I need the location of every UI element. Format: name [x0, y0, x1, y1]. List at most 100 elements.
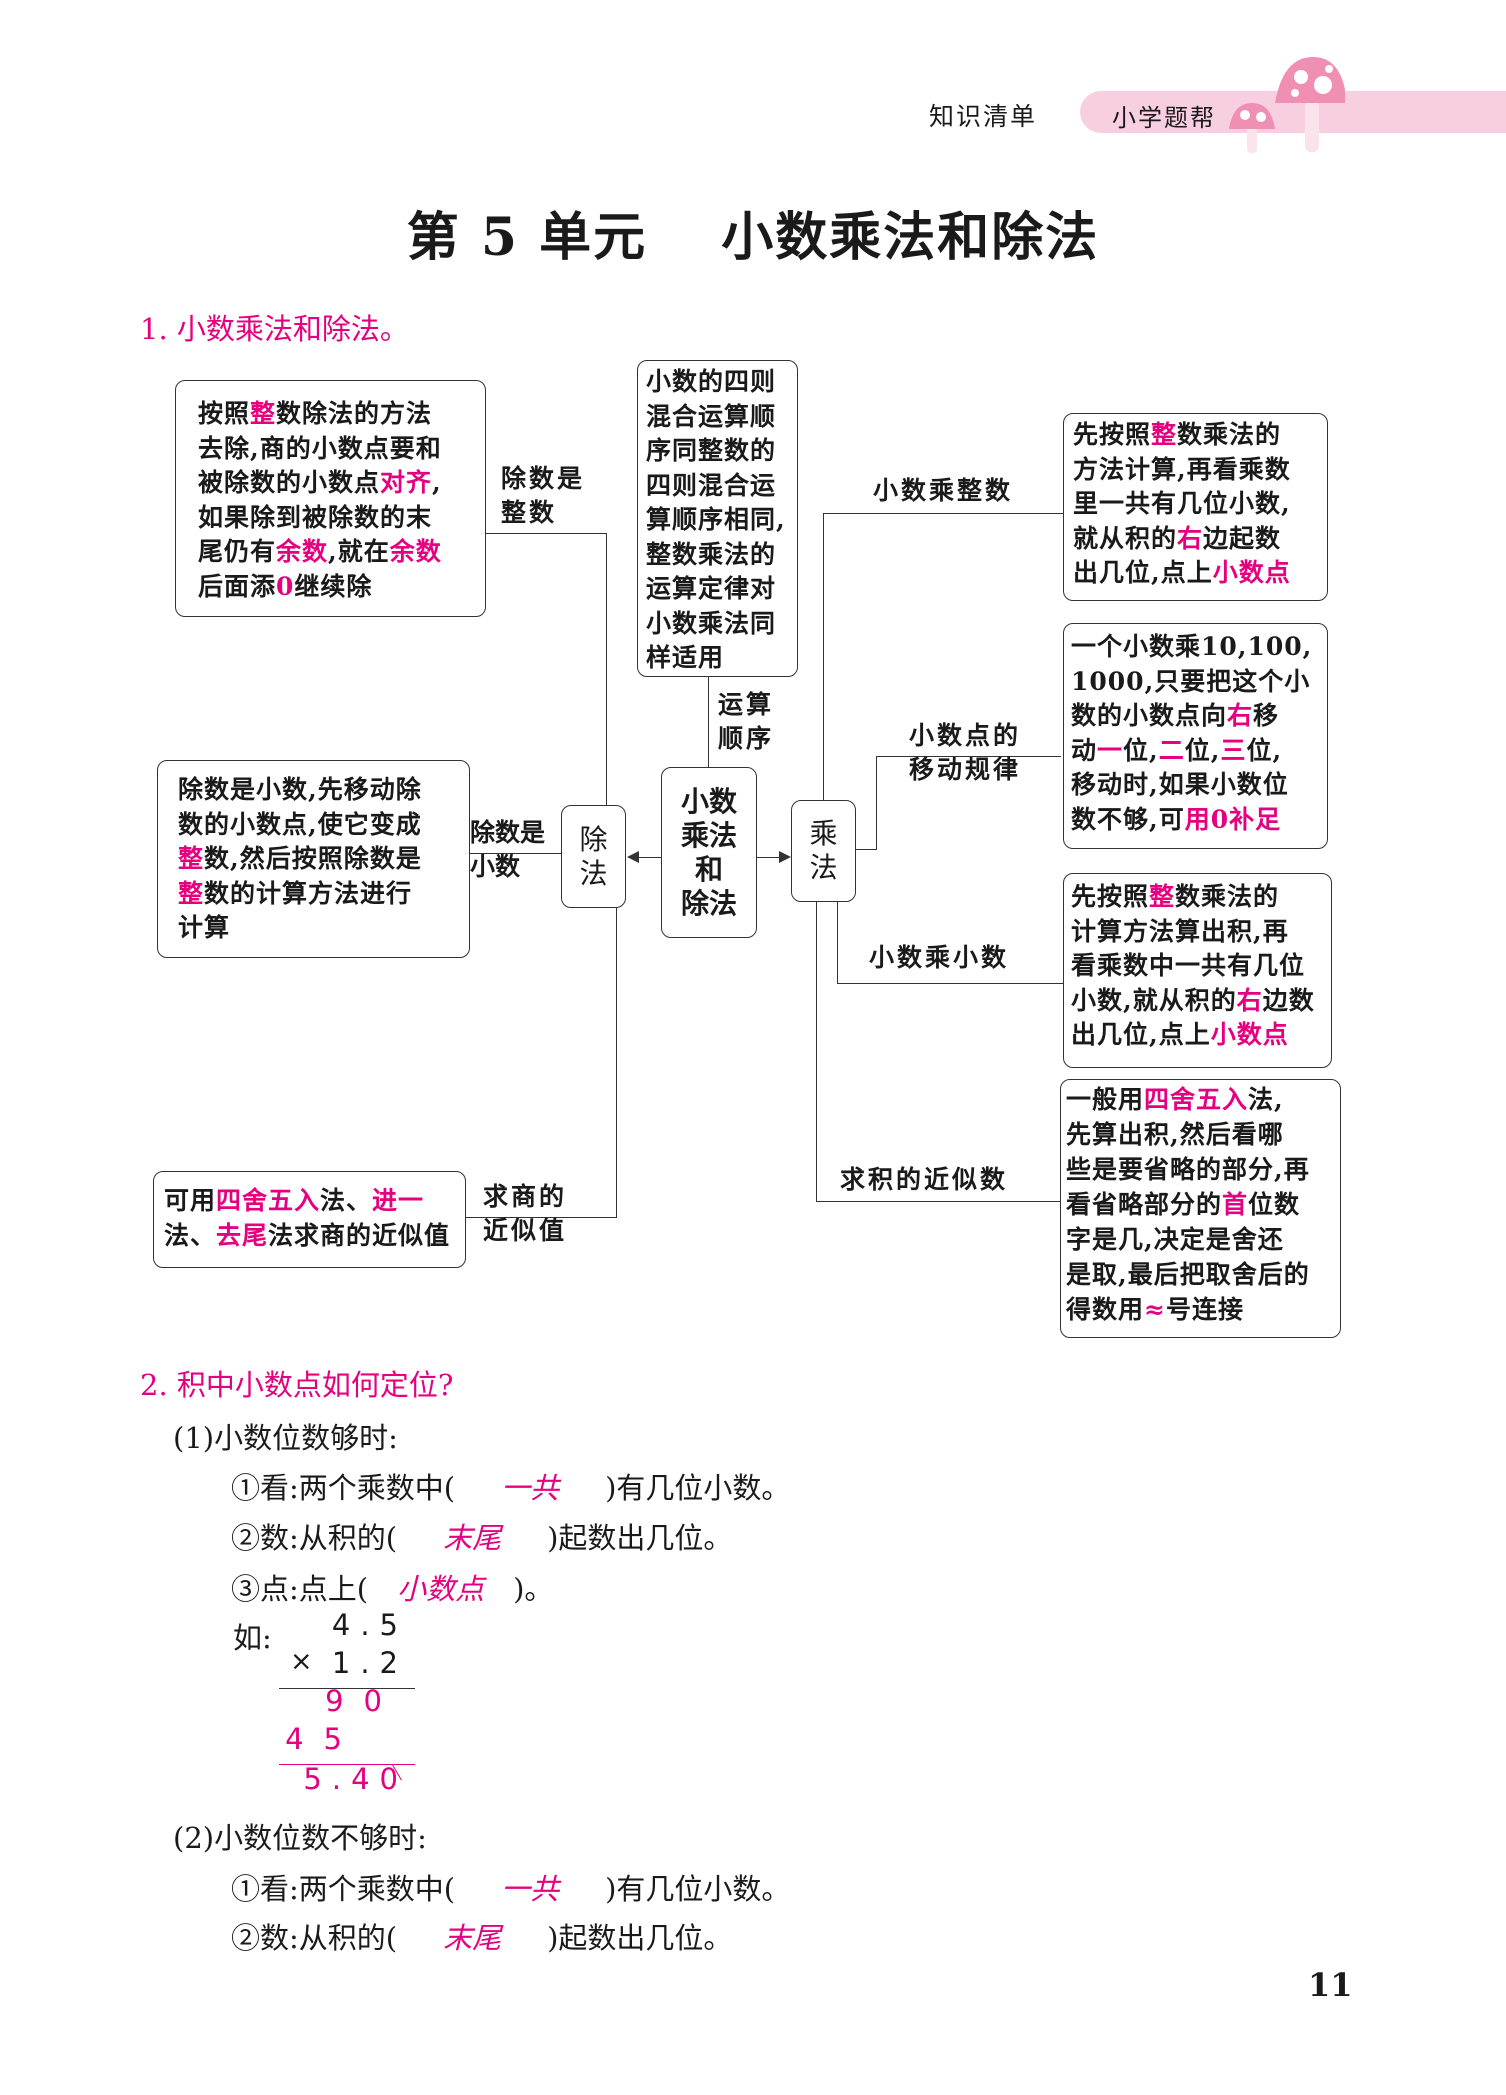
connector [466, 1217, 617, 1218]
body-text: 法、 [164, 1220, 217, 1250]
body-text: 数乘法的 [1177, 420, 1282, 449]
step: ②数:从积的(末尾)起数出几位。 [231, 1915, 732, 1957]
body-text: 出几位,点上 [1073, 558, 1213, 587]
box-line: 可用四舍五入法、进一 [164, 1184, 465, 1219]
highlight-text: 余数 [276, 537, 329, 566]
body-text: 数的计算方法进行 [204, 878, 413, 908]
body-text: 一般用 [1066, 1085, 1145, 1114]
division-node: 除 法 [561, 805, 626, 908]
label-div-integer: 除数是 整数 [501, 462, 585, 530]
box-line: 算顺序相同, [646, 503, 797, 538]
body-text: 法、 [320, 1186, 373, 1215]
label-mul-integer: 小数乘整数 [873, 476, 1014, 505]
example-label: 如: [233, 1621, 272, 1655]
calc-multiplier: 1.2 [331, 1646, 408, 1680]
body-text: 四则混合运 [646, 470, 777, 500]
body-text: 小数的四则 [646, 367, 777, 396]
calc-rule [279, 1764, 415, 1765]
body-text: 样适用 [646, 643, 725, 672]
box-line: 小数的四则 [646, 365, 797, 400]
body-text: 继续除 [294, 571, 373, 601]
case1-title: (1)小数位数够时: [173, 1421, 398, 1455]
label-line: 整数 [501, 498, 558, 527]
calc-times-sign: × [290, 1646, 313, 1677]
step-text: )。 [513, 1572, 554, 1606]
box-line: 看省略部分的首位数 [1066, 1187, 1340, 1222]
step: ①看:两个乘数中(一共)有几位小数。 [231, 1465, 790, 1507]
body-text: , [432, 468, 442, 497]
connector [486, 533, 607, 534]
center-node-line: 和 [694, 852, 723, 886]
box-line: 小数,就从积的右边数 [1071, 984, 1331, 1019]
highlight-text: 0 [276, 571, 295, 601]
step-answer: 小数点 [397, 1572, 485, 1606]
box-line: 数的小数点,使它变成 [178, 808, 469, 843]
highlight-text: 整 [250, 399, 277, 428]
body-text: 移动时,如果小数位 [1071, 770, 1289, 799]
step-answer: 一共 [501, 1872, 560, 1906]
body-text: 先按照 [1071, 882, 1150, 911]
connector [823, 513, 824, 800]
page-title: 第 5 单元 小数乘法和除法 [406, 207, 1100, 268]
body-text: 法, [1248, 1085, 1284, 1114]
label-line: 求商的 [483, 1182, 568, 1211]
body-text: 位, [1184, 735, 1221, 765]
center-node-line: 除法 [680, 886, 737, 920]
connector [816, 1201, 1060, 1202]
body-text: 数不够,可 [1071, 804, 1185, 834]
body-text: 按照 [198, 399, 251, 428]
box-line: 除数是小数,先移动除 [178, 773, 469, 808]
page-number: 11 [1308, 1966, 1353, 2004]
step-text: )有几位小数。 [605, 1471, 791, 1505]
body-text: 被除数的小数点 [198, 468, 381, 497]
highlight-text: 右 [1236, 985, 1263, 1015]
body-text: 数的小数点,使它变成 [178, 809, 422, 839]
box-line: 后面添0继续除 [198, 570, 485, 605]
box-line: 整数,然后按照除数是 [178, 842, 469, 877]
div-approx-box: 可用四舍五入法、进一法、去尾法求商的近似值 [153, 1171, 466, 1268]
box-line: 先算出积,然后看哪 [1066, 1117, 1340, 1152]
box-line: 就从积的右边起数 [1073, 522, 1327, 557]
label-div-approx: 求商的 近似值 [483, 1180, 567, 1248]
multiplication-node-line: 法 [809, 851, 838, 884]
label-order: 运算 顺序 [718, 688, 774, 756]
multiplication-node: 乘 法 [791, 800, 856, 902]
body-text: 计算 [178, 913, 231, 942]
connector [816, 902, 817, 1201]
connector [876, 756, 877, 850]
step-text: ①看:两个乘数中( [231, 1471, 456, 1505]
highlight-text: 右 [1177, 523, 1204, 553]
label-mul-approx: 求积的近似数 [840, 1165, 1009, 1194]
connector [470, 853, 561, 854]
calc-product: 5.40 [303, 1762, 408, 1796]
body-text: 尾仍有 [198, 537, 277, 566]
label-line: 除数是 [501, 464, 586, 493]
mushroom-icon [1229, 57, 1345, 153]
body-text: 整数乘法的 [646, 539, 777, 569]
label-line: 近似值 [483, 1216, 568, 1245]
box-line: 如果除到被除数的末 [198, 501, 485, 536]
highlight-text: 三 [1220, 735, 1247, 765]
section1-heading: 1. 小数乘法和除法。 [140, 312, 409, 346]
center-node: 小数 乘法 和 除法 [661, 767, 757, 938]
box-line: 数的小数点向右移 [1071, 699, 1327, 734]
connector [616, 908, 617, 1218]
connector [856, 849, 876, 850]
body-text: 里一共有几位小数, [1073, 489, 1291, 518]
step-answer: 末尾 [443, 1521, 502, 1555]
box-line: 字是几,决定是舍还 [1066, 1222, 1340, 1257]
box-line: 序同整数的 [646, 434, 797, 469]
highlight-text: 整 [1149, 882, 1176, 911]
box-line: 先按照整数乘法的 [1073, 418, 1327, 453]
mul-integer-box: 先按照整数乘法的方法计算,再看乘数里一共有几位小数,就从积的右边起数出几位,点上… [1063, 413, 1328, 601]
step: ③点:点上(小数点)。 [231, 1566, 553, 1608]
body-text: 数,然后按照除数是 [204, 844, 422, 873]
highlight-text: 首 [1222, 1190, 1249, 1219]
arrow-right-icon [779, 851, 791, 863]
box-line: 动一位,二位,三位, [1071, 734, 1327, 769]
body-text: 后面添 [198, 571, 277, 601]
connector [837, 983, 1063, 984]
body-text: 小数,就从积的 [1071, 985, 1237, 1015]
step: ②数:从积的(末尾)起数出几位。 [231, 1515, 732, 1557]
highlight-text: 四舍五入 [1144, 1085, 1249, 1114]
